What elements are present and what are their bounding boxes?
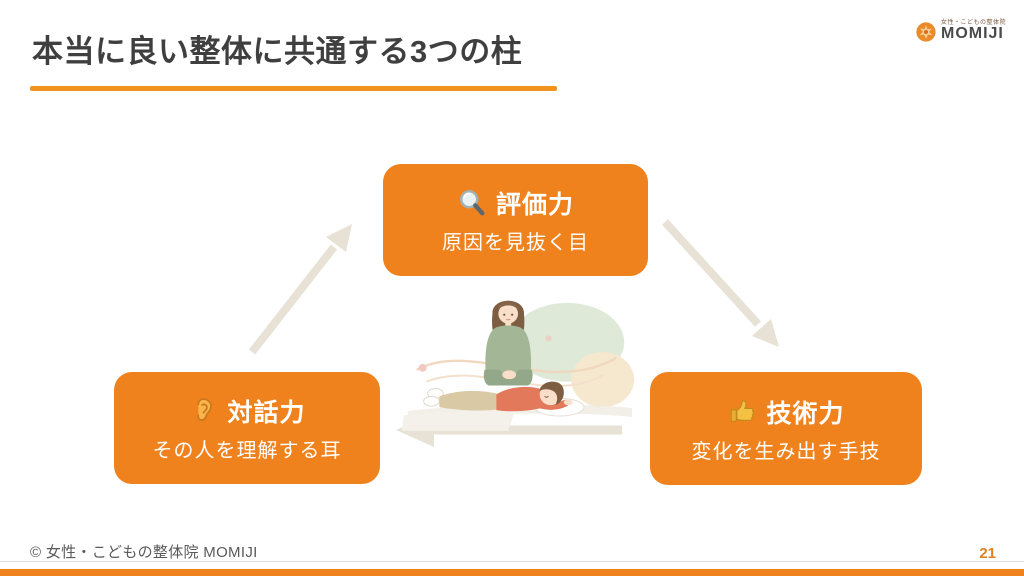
pillar-technique-title-row: 技術力 — [727, 394, 844, 430]
ear-icon — [197, 398, 213, 421]
page-title: 本当に良い整体に共通する3つの柱 — [32, 34, 523, 69]
logo-text: 女性・こどもの整体院 MOMIJI — [941, 20, 1006, 43]
arrow-left-icon — [396, 413, 622, 447]
pillar-dialogue-title-row: 対話力 — [188, 393, 305, 429]
pillar-title: 評価力 — [495, 191, 574, 219]
arrow-down-right-icon — [662, 219, 779, 347]
pillar-evaluation: 評価力 原因を見抜く目 — [383, 164, 648, 276]
momiji-leaf-icon — [916, 21, 936, 42]
logo-brand: MOMIJI — [940, 25, 1004, 43]
page-number: 21 — [979, 545, 996, 562]
bottom-accent-bar — [0, 569, 1024, 576]
pillar-evaluation-title-row: 評価力 — [457, 185, 574, 221]
title-underline — [30, 86, 557, 91]
logo-tagline: 女性・こどもの整体院 — [940, 20, 1006, 26]
magnifier-icon — [459, 190, 485, 216]
footer-copyright: © 女性・こどもの整体院 MOMIJI — [30, 544, 258, 561]
arrow-up-right-icon — [248, 224, 352, 355]
pillar-technique: 技術力 変化を生み出す手技 — [650, 372, 922, 485]
pillar-dialogue: 対話力 その人を理解する耳 — [114, 372, 380, 484]
footer-divider — [0, 561, 1024, 562]
seitai-massage-illustration — [402, 300, 635, 431]
pillar-title: 技術力 — [766, 399, 845, 428]
pillar-title: 対話力 — [227, 399, 306, 427]
thumbs-up-icon — [731, 399, 755, 422]
pillar-subtitle: 変化を生み出す手技 — [691, 440, 881, 463]
pillar-subtitle: 原因を見抜く目 — [442, 232, 589, 254]
pillar-subtitle: その人を理解する耳 — [152, 440, 342, 462]
brand-logo: 女性・こどもの整体院 MOMIJI — [915, 20, 1006, 43]
